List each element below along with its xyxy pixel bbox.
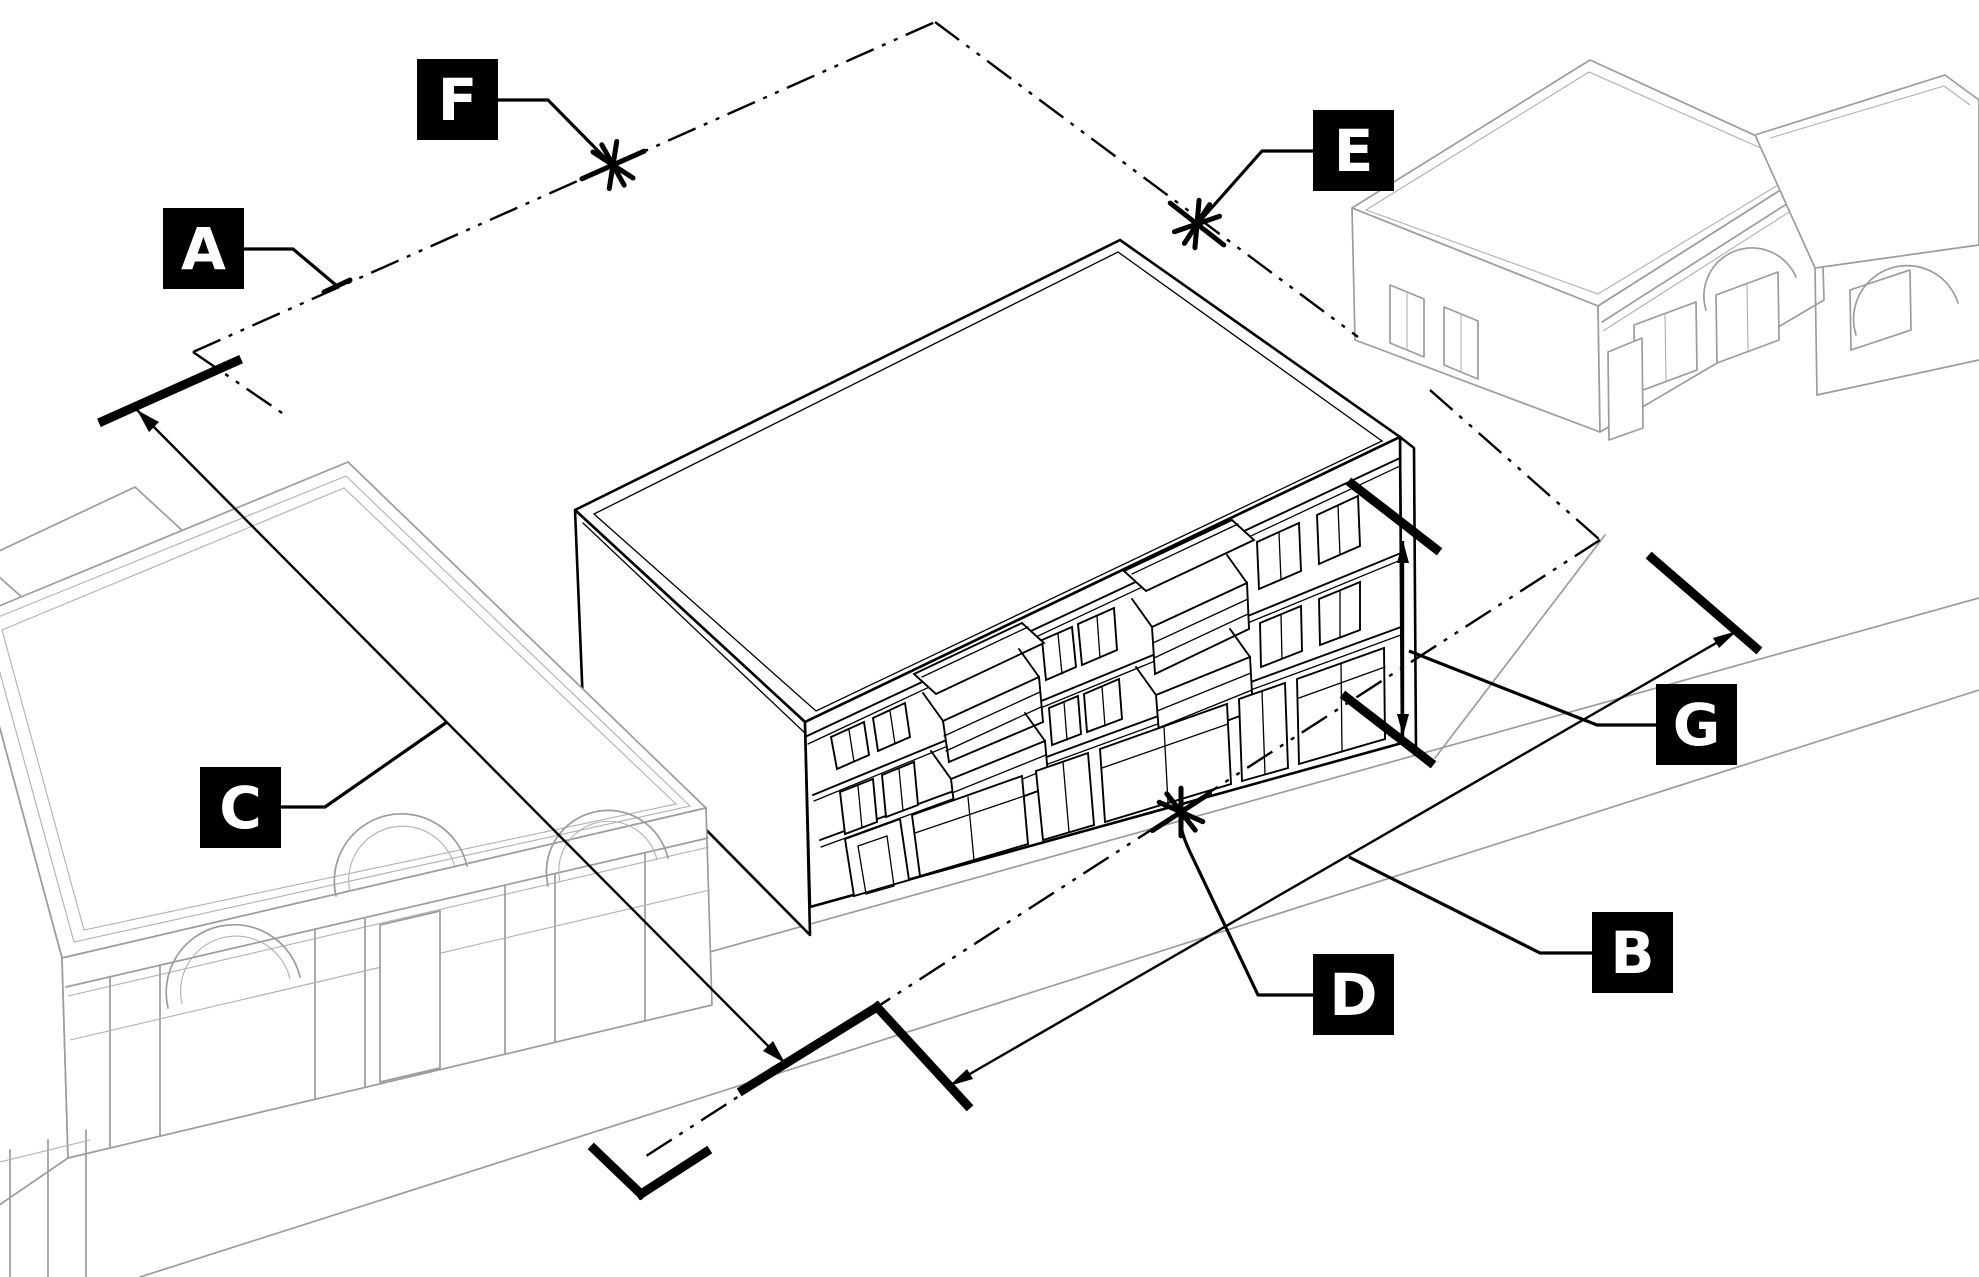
callout-g: G [1656,684,1737,765]
callout-a: A [163,208,244,289]
callout-b: B [1592,912,1673,993]
callout-d-letter: D [1329,961,1377,1029]
main-left-wall [573,508,812,937]
storefront-door [857,835,895,895]
callout-c-letter: C [219,774,262,842]
callout-c: C [200,767,281,848]
callout-b-letter: B [1610,919,1654,987]
parapet-arch [333,812,468,897]
left-building-door [379,910,441,1083]
callout-f: F [417,59,498,140]
round-awning [165,923,301,1009]
leader-d [1178,814,1313,997]
leader-e [1198,149,1313,223]
second-floor-windows [838,580,1361,836]
context-building-left [0,461,713,1277]
callout-leaders [244,98,1656,997]
leader-b [1348,855,1592,955]
leader-a [244,247,339,288]
leader-f [498,98,612,165]
leader-c [281,720,448,809]
lot-width-dimension-line [948,629,1738,1088]
storefronts [843,646,1386,898]
callout-f-letter: F [438,66,478,134]
callout-g-letter: G [1673,691,1721,759]
asterisk-marker-e [1156,185,1238,263]
third-floor-windows [829,494,1361,771]
right-building-door [1607,337,1644,441]
callout-e-letter: E [1334,117,1374,185]
round-awning [545,809,669,887]
street-level-fragment [0,1129,91,1277]
awning-arc [1852,264,1959,336]
asterisk-marker-f [573,130,654,200]
side-lot-line-upper [934,21,1359,338]
balcony-canopy [912,621,1046,696]
callout-d: D [1313,954,1394,1035]
dimension-lines [97,355,1763,1201]
awning-arc [1703,247,1797,311]
lot-depth-dimension-line [136,409,786,1064]
right-building-rear-block-roof [1754,74,1979,269]
main-building [573,238,1418,937]
left-lot-line-stub [192,351,286,416]
callouts: A F E C D G B [163,59,1737,1035]
context-building-right [1351,59,1979,441]
leader-g [1408,649,1656,727]
balcony-canopy [1122,518,1256,593]
rear-lot-line [192,20,936,354]
storefront-door [1034,751,1096,842]
callout-a-letter: A [181,215,226,283]
callout-e: E [1313,110,1394,191]
